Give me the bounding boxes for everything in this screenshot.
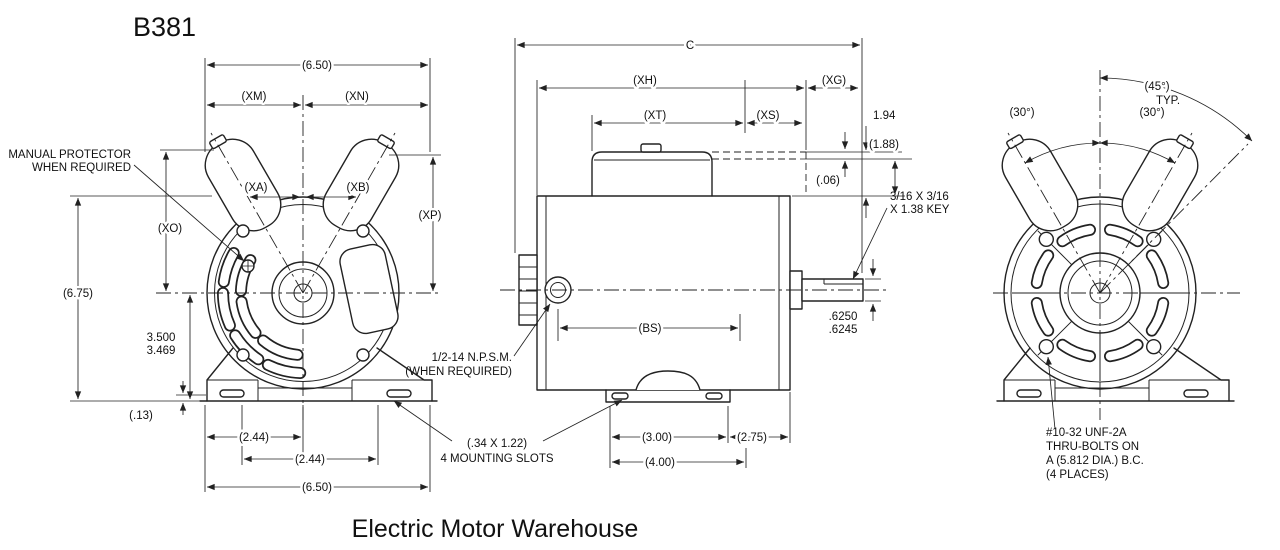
note-npsm-line2: (WHEN REQUIRED): [405, 366, 512, 378]
dim-side-xs: (XS): [757, 110, 780, 122]
dim-front-shaft-height-max: 3.500: [147, 332, 176, 344]
dim-side-c: C: [686, 40, 694, 52]
note-thru-bolts-line2: THRU-BOLTS ON: [1046, 441, 1139, 453]
dim-front-xm: (XM): [242, 91, 267, 103]
front-mount-slot-right: [386, 389, 412, 398]
note-manual-protector-line1: MANUAL PROTECTOR: [8, 149, 131, 161]
front-mount-slot-left: [219, 389, 245, 398]
dim-rear-45: (45°): [1144, 81, 1169, 93]
drawing-title: B381: [133, 12, 196, 42]
rear-cover-left-bolt: [1006, 134, 1024, 150]
rear-mount-slot-right: [1183, 389, 1209, 398]
dim-front-xb: (XB): [347, 182, 370, 194]
front-capacitor-cover-right: [322, 134, 400, 232]
dim-side-box-inner: (1.88): [869, 139, 899, 151]
note-key-line1: 3/16 X 3/16: [890, 191, 949, 203]
note-manual-protector-line2: WHEN REQUIRED: [32, 162, 131, 174]
dim-side-box-gap: (.06): [816, 175, 840, 187]
dim-side-foot-300: (3.00): [642, 432, 672, 444]
rear-dimensions: (30°) (30°) (45°) TYP. #10-32 UNF-2A THR…: [1007, 74, 1253, 481]
side-foot-slot-right: [705, 392, 723, 400]
dim-front-base-lip: (.13): [129, 410, 153, 422]
dim-front-xa: (XA): [245, 182, 268, 194]
note-mounting-slots-line2: 4 MOUNTING SLOTS: [440, 453, 553, 465]
manual-protector-leader: [133, 164, 245, 262]
rear-view: [993, 70, 1249, 420]
rear-centerlines: [993, 70, 1249, 420]
front-nameplate: [339, 243, 399, 335]
dim-side-xh: (XH): [633, 75, 657, 87]
front-cover-right-bolt: [377, 134, 395, 150]
front-cover-left-bolt: [209, 134, 227, 150]
side-dimensions: C (XH) (XG) (XT) (XS) 1.94 (1.88) (.06) …: [393, 38, 950, 472]
side-end-bell-seams: [545, 196, 780, 390]
dim-side-foot-275: (2.75): [737, 432, 767, 444]
side-conduit-plug: [640, 143, 662, 153]
dim-front-height: (6.75): [63, 288, 93, 300]
dim-front-width-bottom: (6.50): [302, 482, 332, 494]
dim-rear-30-right: (30°): [1139, 107, 1164, 119]
npsm-leader: [513, 303, 551, 357]
rear-mount-slot-left: [1016, 389, 1042, 398]
dim-shaft-dia-max: .6250: [829, 311, 858, 323]
key-leader: [852, 207, 888, 280]
dim-side-bs: (BS): [639, 323, 662, 335]
dim-front-slot-right: (2.44): [295, 454, 325, 466]
side-hidden-lines: [712, 151, 807, 196]
side-view: [500, 143, 886, 403]
dim-rear-30-left: (30°): [1009, 107, 1034, 119]
front-mounting-base: [199, 347, 438, 402]
dim-front-shaft-height-min: 3.469: [147, 345, 176, 357]
note-npsm-line1: 1/2-14 N.P.S.M.: [432, 352, 512, 364]
dim-front-width-top: (6.50): [302, 60, 332, 72]
mounting-slots-leader-left: [393, 400, 453, 442]
dim-side-box-height: 1.94: [873, 110, 896, 122]
front-thru-bolts: [236, 224, 370, 362]
note-thru-bolts-line1: #10-32 UNF-2A: [1046, 427, 1127, 439]
mounting-slots-leader-right: [542, 399, 623, 442]
note-thru-bolts-line3: A (5.812 DIA.) B.C.: [1046, 455, 1144, 467]
dim-rear-typ: TYP.: [1156, 95, 1180, 107]
dim-front-xp: (XP): [419, 210, 442, 222]
dim-shaft-dia-min: .6245: [829, 324, 858, 336]
dim-front-slot-left: (2.44): [239, 432, 269, 444]
footer-watermark: Electric Motor Warehouse: [352, 515, 639, 543]
front-manual-protector-boss: [241, 259, 255, 273]
side-conduit-box: [591, 143, 713, 197]
rear-capacitor-cover-right: [1121, 134, 1199, 232]
note-mounting-slots-line1: (.34 X 1.22): [467, 438, 527, 450]
front-view: [156, 95, 442, 420]
front-capacitor-cover-left: [204, 134, 282, 232]
dim-side-foot-400: (4.00): [645, 457, 675, 469]
front-dimensions: (6.50) (XM) (XN) (XA) (XB) (XO) (XP) (6.…: [8, 58, 444, 497]
side-motor-body: [536, 195, 791, 391]
front-centerlines: [156, 95, 442, 420]
rear-mounting-base: [996, 347, 1235, 402]
dim-side-xt: (XT): [644, 110, 667, 122]
thru-bolts-leader: [1045, 356, 1056, 430]
rear-capacitor-cover-left: [1001, 134, 1079, 232]
side-shaft: [789, 270, 864, 310]
dim-side-xg: (XG): [822, 75, 846, 87]
side-mounting-base: [605, 370, 731, 403]
note-key-line2: X 1.38 KEY: [890, 204, 950, 216]
note-thru-bolts-line4: (4 PLACES): [1046, 469, 1109, 481]
dim-front-xo: (XO): [158, 223, 182, 235]
front-vent-slots: [217, 247, 307, 379]
side-shaft-keyway: [823, 279, 863, 285]
side-foot-slot-left: [611, 392, 629, 400]
dim-front-xn: (XN): [345, 91, 369, 103]
rear-vent-slots: [1030, 223, 1170, 363]
